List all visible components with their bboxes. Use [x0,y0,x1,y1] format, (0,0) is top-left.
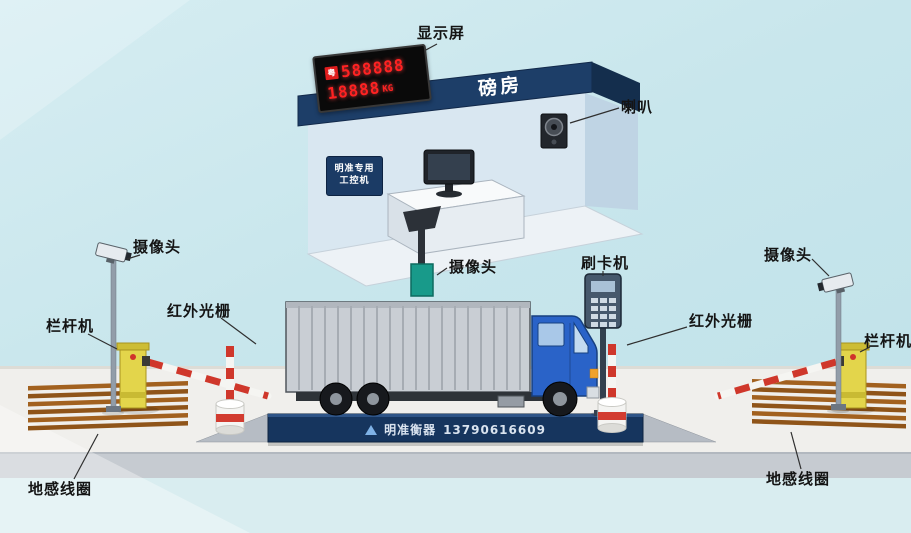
platform-branding: 明准衡器 13790616609 [268,421,643,438]
led-weight-unit: KG [381,83,394,95]
brand-phone: 13790616609 [443,422,546,437]
house-right-wall [585,93,638,210]
label-display-screen: 显示屏 [417,24,466,42]
card-reader-keypad [591,298,616,327]
leader-coil-left [73,433,99,480]
desk [386,179,526,255]
card-reader-pole [600,320,606,414]
truck-side-window [537,322,565,347]
camera-icon-right [817,272,854,294]
truck-container [285,301,531,393]
barrier-cabinet-left [115,342,159,414]
truck-chassis [296,392,548,401]
leader-camera-right [811,258,830,277]
brand-logo-icon [365,424,378,435]
camera-icon-left [95,242,132,264]
label-camera-left: 摄像头 [133,238,182,256]
led-weight-value: 18888 [326,78,382,104]
leader-camera-left [126,254,141,260]
label-ground-coil-left: 地感线圈 [28,480,93,498]
leader-overhead-camera [436,267,448,276]
label-barrier-gate-right: 栏杆机 [864,332,911,350]
truck-bumper [586,386,600,399]
leader-ir-right [626,326,688,346]
truck-headlamp [589,368,599,379]
speaker-icon [540,113,568,149]
truck-fuel-tank [497,395,525,408]
led-plate-badge: 粤 [324,65,339,81]
label-speaker: 喇叭 [621,98,654,116]
leader-ir-left [220,317,257,345]
house-roof-side [592,62,640,112]
ir-grating-post-left [215,346,245,435]
overhead-camera-icon [403,206,441,297]
truck-windshield [573,321,589,354]
industrial-pc-box: 明准专用 工控机 [326,156,383,196]
ground-coil-right-graphic [752,379,906,429]
leader-barrier-left [87,333,118,350]
weigh-house [297,61,644,297]
leader-coil-right [790,431,802,470]
platform-deck [267,413,644,443]
bg-sheen-top [0,0,190,140]
label-camera-right: 摄像头 [764,246,813,264]
barrier-arm-left [144,358,272,400]
ground-coil-left-graphic [28,381,188,431]
industrial-pc-line2: 工控机 [339,176,370,186]
label-ir-grating-left: 红外光栅 [167,302,232,320]
label-ground-coil-right: 地感线圈 [766,470,831,488]
camera-pole-left [95,242,132,416]
truck-wheels [319,381,578,417]
leader-speaker [569,107,620,124]
label-ir-grating-right: 红外光栅 [689,312,754,330]
label-barrier-gate-left: 栏杆机 [46,317,95,335]
ir-grating-post-right [597,344,627,433]
truck [285,301,600,417]
computer-monitor [423,149,475,198]
label-overhead-camera: 摄像头 [449,258,498,276]
barrier-arm-right [714,358,840,400]
industrial-pc-line1: 明准专用 [334,164,375,175]
camera-pole-right [817,272,854,414]
card-reader-screen [591,281,615,292]
label-card-reader: 刷卡机 [581,254,630,272]
leader-barrier-right [859,346,871,353]
brand-name: 明准衡器 [384,423,437,437]
